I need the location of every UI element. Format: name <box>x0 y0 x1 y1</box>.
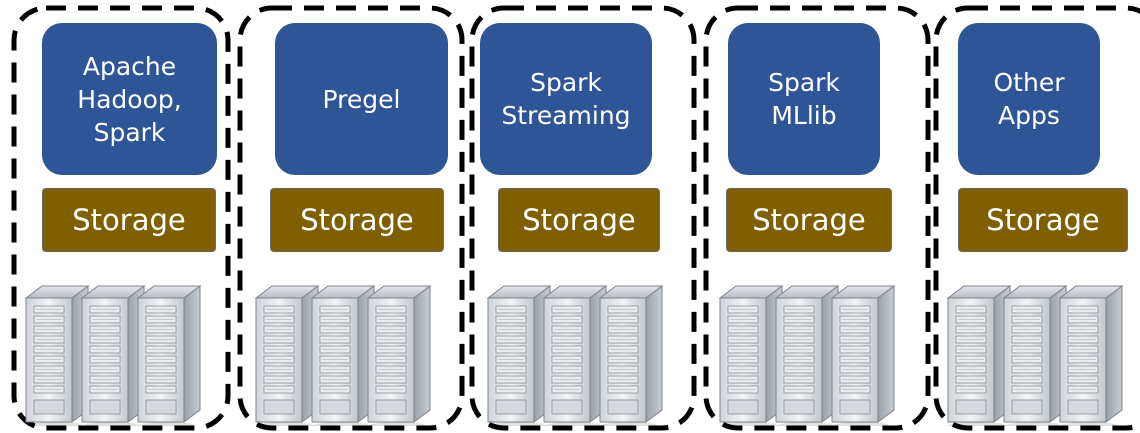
app-label: Spark Streaming <box>501 68 631 130</box>
app-box: Spark Streaming <box>480 23 652 175</box>
cluster-other-apps: Other Apps Storage <box>928 0 1140 433</box>
cluster-pregel: Pregel Storage <box>232 0 465 433</box>
cluster-apache-hadoop-spark: Apache Hadoop, Spark Storage <box>0 0 231 433</box>
storage-box: Storage <box>42 188 216 252</box>
storage-label: Storage <box>300 203 414 237</box>
app-box: Other Apps <box>958 23 1100 175</box>
server-rack-icon <box>486 285 664 426</box>
app-label: Pregel <box>322 84 401 114</box>
storage-label: Storage <box>986 203 1100 237</box>
app-box: Spark MLlib <box>728 23 880 175</box>
server-rack-icon <box>254 285 432 426</box>
dashed-cluster-border <box>11 5 231 431</box>
server-rack-icon <box>718 285 896 426</box>
server-rack-icon <box>946 285 1124 426</box>
dashed-cluster-border <box>469 5 697 431</box>
storage-box: Storage <box>498 188 660 252</box>
dashed-cluster-border <box>933 5 1140 431</box>
app-label: Spark MLlib <box>768 68 840 130</box>
storage-box: Storage <box>726 188 892 252</box>
storage-label: Storage <box>72 203 186 237</box>
app-box: Apache Hadoop, Spark <box>42 23 217 175</box>
cluster-spark-mllib: Spark MLlib Storage <box>698 0 931 433</box>
server-rack-icon <box>24 285 202 426</box>
storage-box: Storage <box>958 188 1128 252</box>
app-box: Pregel <box>275 23 448 175</box>
storage-label: Storage <box>522 203 636 237</box>
storage-label: Storage <box>752 203 866 237</box>
dashed-cluster-border <box>703 5 931 431</box>
app-label: Other Apps <box>993 68 1065 130</box>
app-label: Apache Hadoop, Spark <box>77 51 182 147</box>
cluster-spark-streaming: Spark Streaming Storage <box>464 0 697 433</box>
storage-box: Storage <box>270 188 444 252</box>
dashed-cluster-border <box>237 5 465 431</box>
